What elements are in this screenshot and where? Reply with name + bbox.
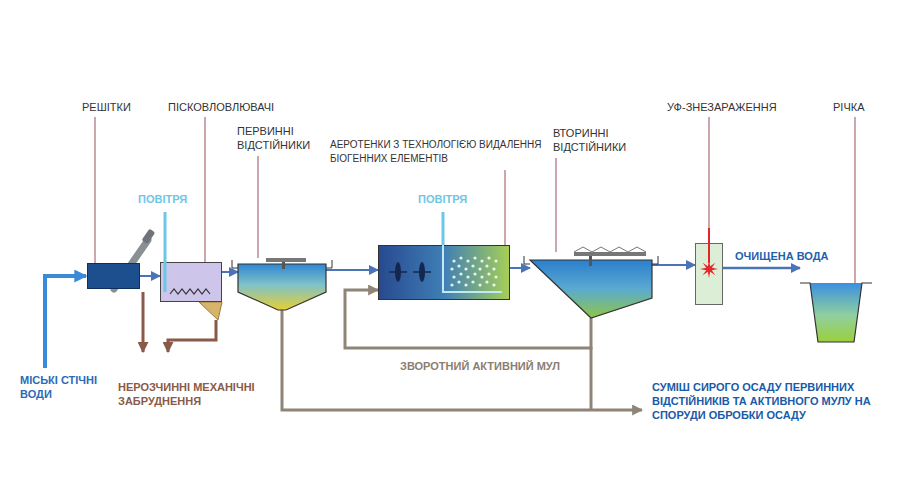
flow-label: НЕРОЗЧИННІ МЕХАНІЧНІ ЗАБРУДНЕННЯ — [118, 380, 270, 408]
connector-label: ЗВОРОТНИЙ АКТИВНИЙ МУЛ — [398, 359, 562, 373]
treatment-unit: РІЧКА — [800, 262, 872, 344]
uv-shape — [695, 243, 723, 305]
treatment-unit: ПЕРВИННІ ВІДСТІЙНИКИ — [238, 258, 326, 310]
treatment-unit: РЕШІТКИ — [87, 263, 140, 289]
unit-name: ПЕРВИННІ ВІДСТІЙНИКИ — [237, 124, 337, 152]
sludge-lines — [282, 310, 642, 410]
treatment-unit: АЕРОТЕНКИ З ТЕХНОЛОГІЄЮ ВИДАЛЕННЯ БІОГЕН… — [378, 245, 510, 300]
unit-name: ВТОРИННІ ВІДСТІЙНИКИ — [553, 126, 653, 154]
flow-arrow — [140, 275, 160, 277]
flow-label: ПОВІТРЯ — [418, 192, 467, 206]
primary-shape — [238, 258, 326, 310]
flow-label: СУМІШ СИРОГО ОСАДУ ПЕРВИННИХ ВІДСТІЙНИКІ… — [652, 380, 892, 422]
flow-arrow — [510, 267, 530, 269]
aeration-shape — [378, 245, 510, 300]
river-shape — [800, 262, 872, 344]
flow-label: МІСЬКІ СТІЧНІ ВОДИ — [20, 373, 112, 401]
connector-label: ОЧИЩЕНА ВОДА — [733, 249, 831, 263]
treatment-unit: УФ-ЗНЕЗАРАЖЕННЯ — [695, 243, 723, 305]
grit-hopper — [199, 302, 222, 320]
unit-name: УФ-ЗНЕЗАРАЖЕННЯ — [667, 100, 777, 114]
unit-name: РІЧКА — [833, 100, 864, 114]
screen-shape — [87, 263, 140, 289]
flow-arrow — [326, 269, 378, 271]
unit-name: ПІСКОВЛОВЛЮВАЧІ — [168, 100, 274, 114]
secondary-shape — [530, 252, 652, 318]
flow-arrow — [723, 267, 800, 270]
unit-name: АЕРОТЕНКИ З ТЕХНОЛОГІЄЮ ВИДАЛЕННЯ БІОГЕН… — [330, 138, 542, 166]
unit-name: РЕШІТКИ — [82, 100, 131, 114]
grit-shape — [160, 262, 222, 302]
treatment-unit: ВТОРИННІ ВІДСТІЙНИКИ — [530, 252, 652, 318]
leader-lines — [95, 117, 855, 283]
flow-arrow — [222, 271, 238, 273]
inflow-arrow — [45, 276, 86, 368]
rake-head — [142, 229, 156, 244]
uv-beam — [708, 228, 710, 244]
flow-label: ПОВІТРЯ — [138, 192, 187, 206]
treatment-unit: ПІСКОВЛОВЛЮВАЧІ — [160, 262, 222, 302]
